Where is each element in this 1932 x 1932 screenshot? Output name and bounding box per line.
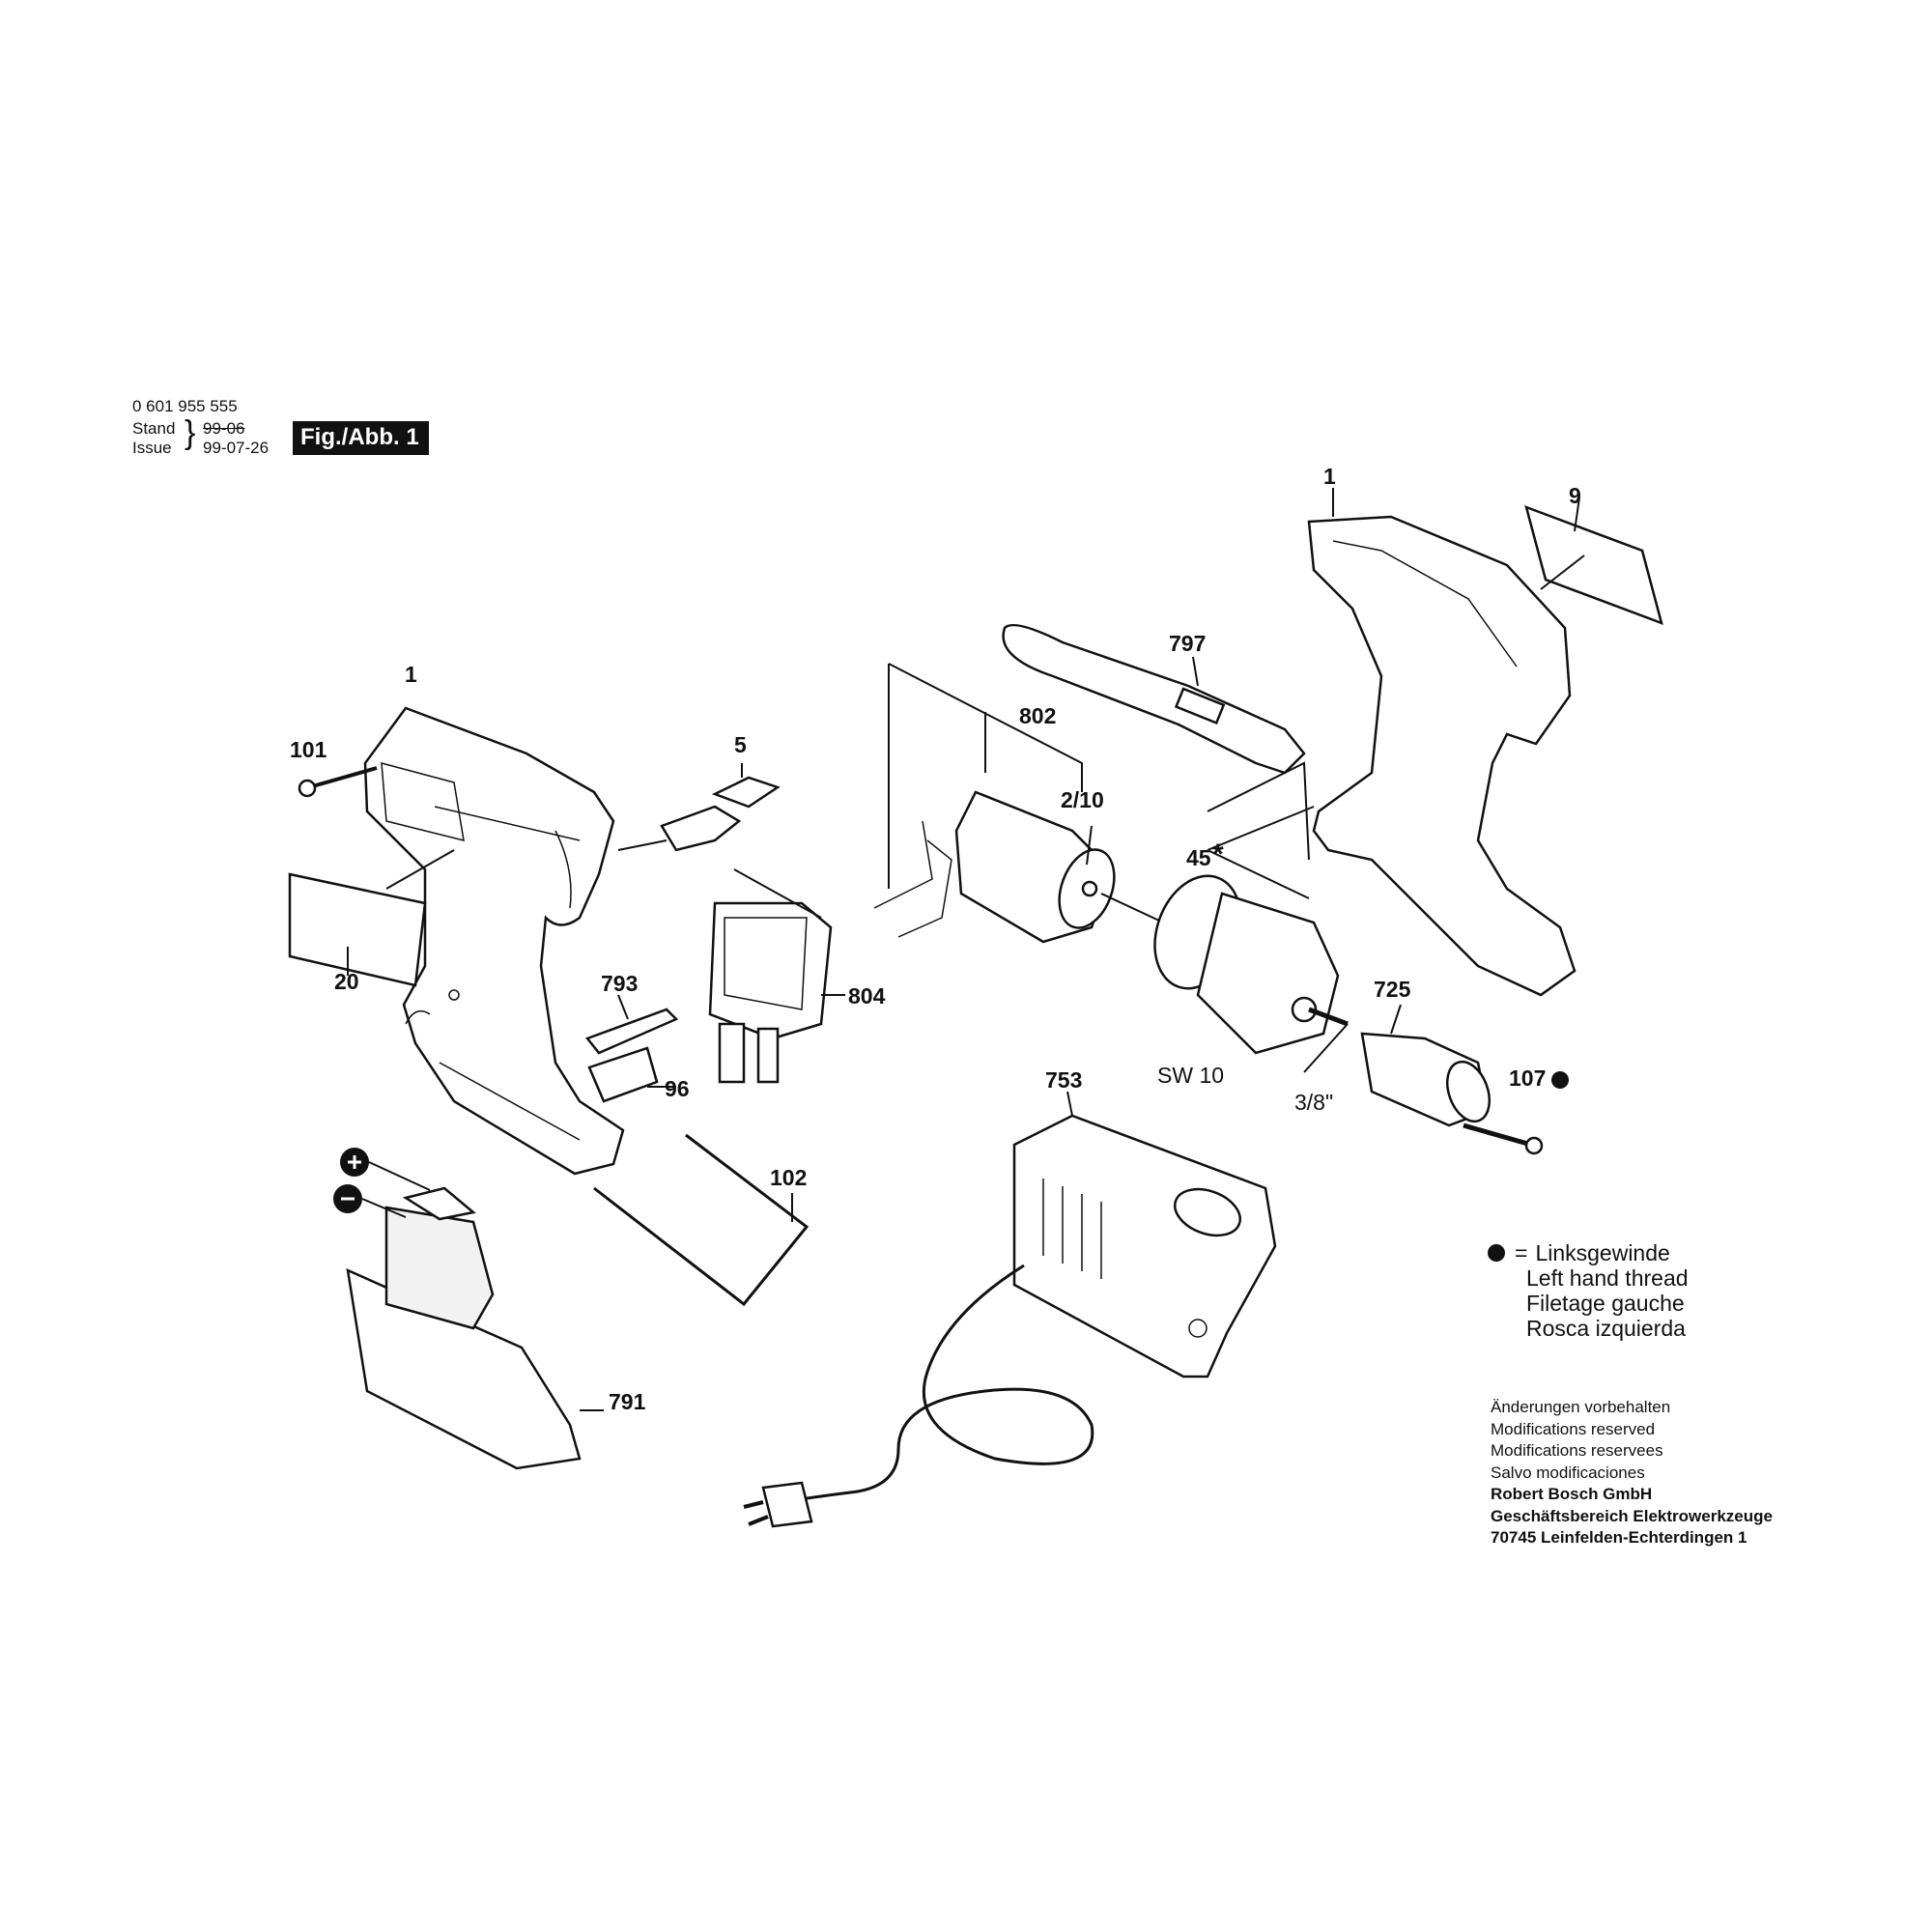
callout-20: 20 [334,969,359,994]
callout-9: 9 [1569,483,1581,508]
motor-802-drawing [873,663,1175,944]
label-9-drawing [1524,497,1663,626]
clip-793-drawing [584,994,679,1055]
callout-3-8: 3/8" [1294,1090,1334,1115]
bracket-96-drawing [587,1046,676,1103]
footer-company: Robert Bosch GmbH [1491,1485,1653,1503]
callout-753: 753 [1045,1067,1083,1093]
callout-107: 107 [1509,1065,1547,1091]
stand-date: 99-06 [203,419,245,438]
footer-address: 70745 Leinfelden-Echterdingen 1 [1491,1528,1747,1547]
callout-101: 101 [290,737,327,762]
callout-725: 725 [1374,977,1411,1002]
left-thread-dot-icon [1488,1244,1505,1262]
callout-804: 804 [848,983,886,1009]
switch-804-drawing [708,868,845,1084]
charger-753-drawing [1012,1091,1277,1378]
gearbox-45-drawing [1153,806,1349,1073]
callout-sw10: SW 10 [1157,1063,1225,1088]
callout-102: 102 [770,1165,808,1190]
label-20-drawing [288,872,427,987]
footer-line-es: Salvo modificaciones [1491,1463,1645,1482]
right-housing-drawing [1207,488,1577,997]
figure-label: Fig./Abb. 1 [293,421,429,455]
callout-802: 802 [1019,703,1057,728]
callout-793: 793 [601,971,639,996]
power-cord-drawing [743,1264,1094,1528]
callout-1-left: 1 [405,662,417,687]
footer-line-fr: Modifications reservees [1491,1441,1663,1460]
footer-line-de: Änderungen vorbehalten [1491,1398,1671,1416]
callout-45: 45 [1186,845,1211,870]
strap-797-drawing [1002,623,1306,775]
legend-row-symbol: = Linksgewinde [1488,1240,1689,1265]
legend-line-en: Left hand thread [1526,1265,1689,1291]
switch-cover-5-drawing [617,763,781,852]
asterisk-icon: * [1212,838,1224,870]
legend-line-de: Linksgewinde [1535,1240,1670,1265]
publisher-footer: Änderungen vorbehalten Modifications res… [1491,1397,1773,1549]
legend-line-fr: Filetage gauche [1526,1291,1685,1316]
battery-791-drawing [333,1148,604,1470]
callout-797: 797 [1169,631,1207,656]
callout-96: 96 [665,1076,690,1101]
callout-791: 791 [609,1389,646,1414]
part-number: 0 601 955 555 [132,397,238,415]
footer-division: Geschäftsbereich Elektrowerkzeuge [1491,1506,1773,1525]
issue-date: 99-07-26 [203,439,270,457]
legend-line-es: Rosca izquierda [1526,1316,1686,1341]
callout-2-10: 2/10 [1061,787,1104,812]
brace-glyph: } [185,414,196,451]
left-housing-drawing [363,706,625,1176]
callout-1-right: 1 [1323,464,1336,489]
stand-label: Stand [132,419,176,438]
footer-line-en: Modifications reserved [1491,1419,1656,1438]
thread-legend: = Linksgewinde Left hand thread Filetage… [1488,1240,1689,1341]
wire-102-drawing [593,1133,810,1307]
callout-5: 5 [734,732,747,757]
screw-107-drawing [1463,1071,1569,1155]
screw-101-drawing [298,766,378,798]
issue-label: Issue [132,439,172,457]
legend-equals: = [1515,1240,1528,1265]
chuck-725-drawing [1360,1004,1491,1127]
